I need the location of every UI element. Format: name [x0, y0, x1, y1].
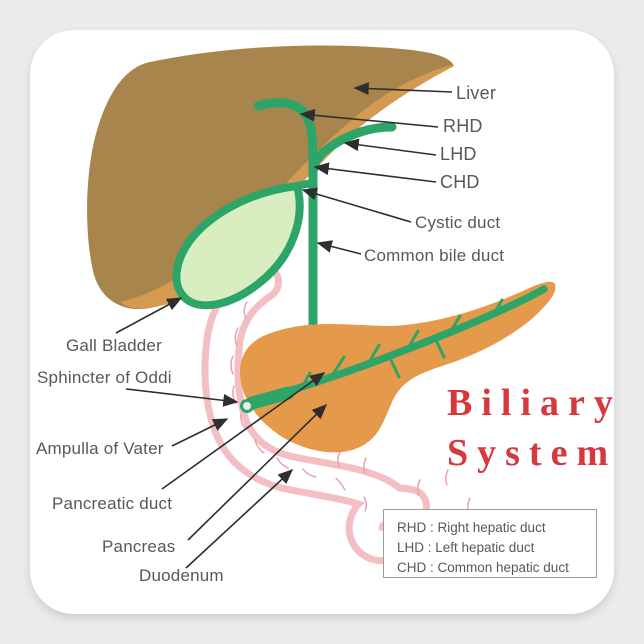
leader-line-cystic-duct	[301, 187, 412, 223]
leader-line-chd	[313, 162, 437, 183]
leader-line-gall-bladder	[115, 297, 183, 334]
leader-line-rhd	[299, 108, 439, 128]
leader-line-pancreatic-duct	[161, 372, 326, 490]
leader-line-pancreas	[187, 403, 328, 541]
diagram-title: Biliary System	[447, 378, 622, 478]
legend-box: RHD : Right hepatic duct LHD : Left hepa…	[383, 509, 597, 578]
leader-line-liver	[353, 82, 453, 95]
diagram-title-line1: Biliary	[447, 382, 622, 424]
pancreatic-duct-shape	[246, 285, 548, 407]
legend-item-chd: CHD : Common hepatic duct	[397, 560, 569, 575]
label-ampulla-of-vater: Ampulla of Vater	[36, 439, 164, 458]
gallbladder-shape	[172, 182, 304, 310]
bile-pancreatic-merge	[245, 386, 295, 410]
leader-line-common-bile-duct	[316, 240, 362, 255]
label-chd: CHD	[440, 172, 480, 192]
label-liver: Liver	[456, 83, 497, 103]
leader-line-ampulla	[171, 418, 229, 447]
ampulla-of-vater-circle	[240, 399, 254, 413]
label-pancreatic-duct: Pancreatic duct	[52, 494, 173, 513]
duodenum-inner	[208, 269, 423, 558]
pancreatic-duct-branches	[298, 298, 504, 392]
label-sphincter-of-oddi: Sphincter of Oddi	[37, 368, 172, 387]
legend-item-rhd: RHD : Right hepatic duct	[397, 520, 546, 535]
label-gall-bladder: Gall Bladder	[66, 336, 162, 355]
label-rhd: RHD	[443, 116, 483, 136]
label-pancreas: Pancreas	[102, 537, 176, 556]
label-cystic-duct: Cystic duct	[415, 213, 501, 232]
leader-line-duodenum	[185, 469, 294, 569]
label-common-bile-duct: Common bile duct	[364, 246, 505, 265]
leader-line-sphincter	[125, 388, 239, 407]
legend-item-lhd: LHD : Left hepatic duct	[397, 540, 535, 555]
leader-line-lhd	[343, 138, 437, 156]
label-duodenum: Duodenum	[139, 566, 224, 585]
label-lhd: LHD	[440, 144, 477, 164]
diagram-title-line2: System	[447, 432, 618, 474]
